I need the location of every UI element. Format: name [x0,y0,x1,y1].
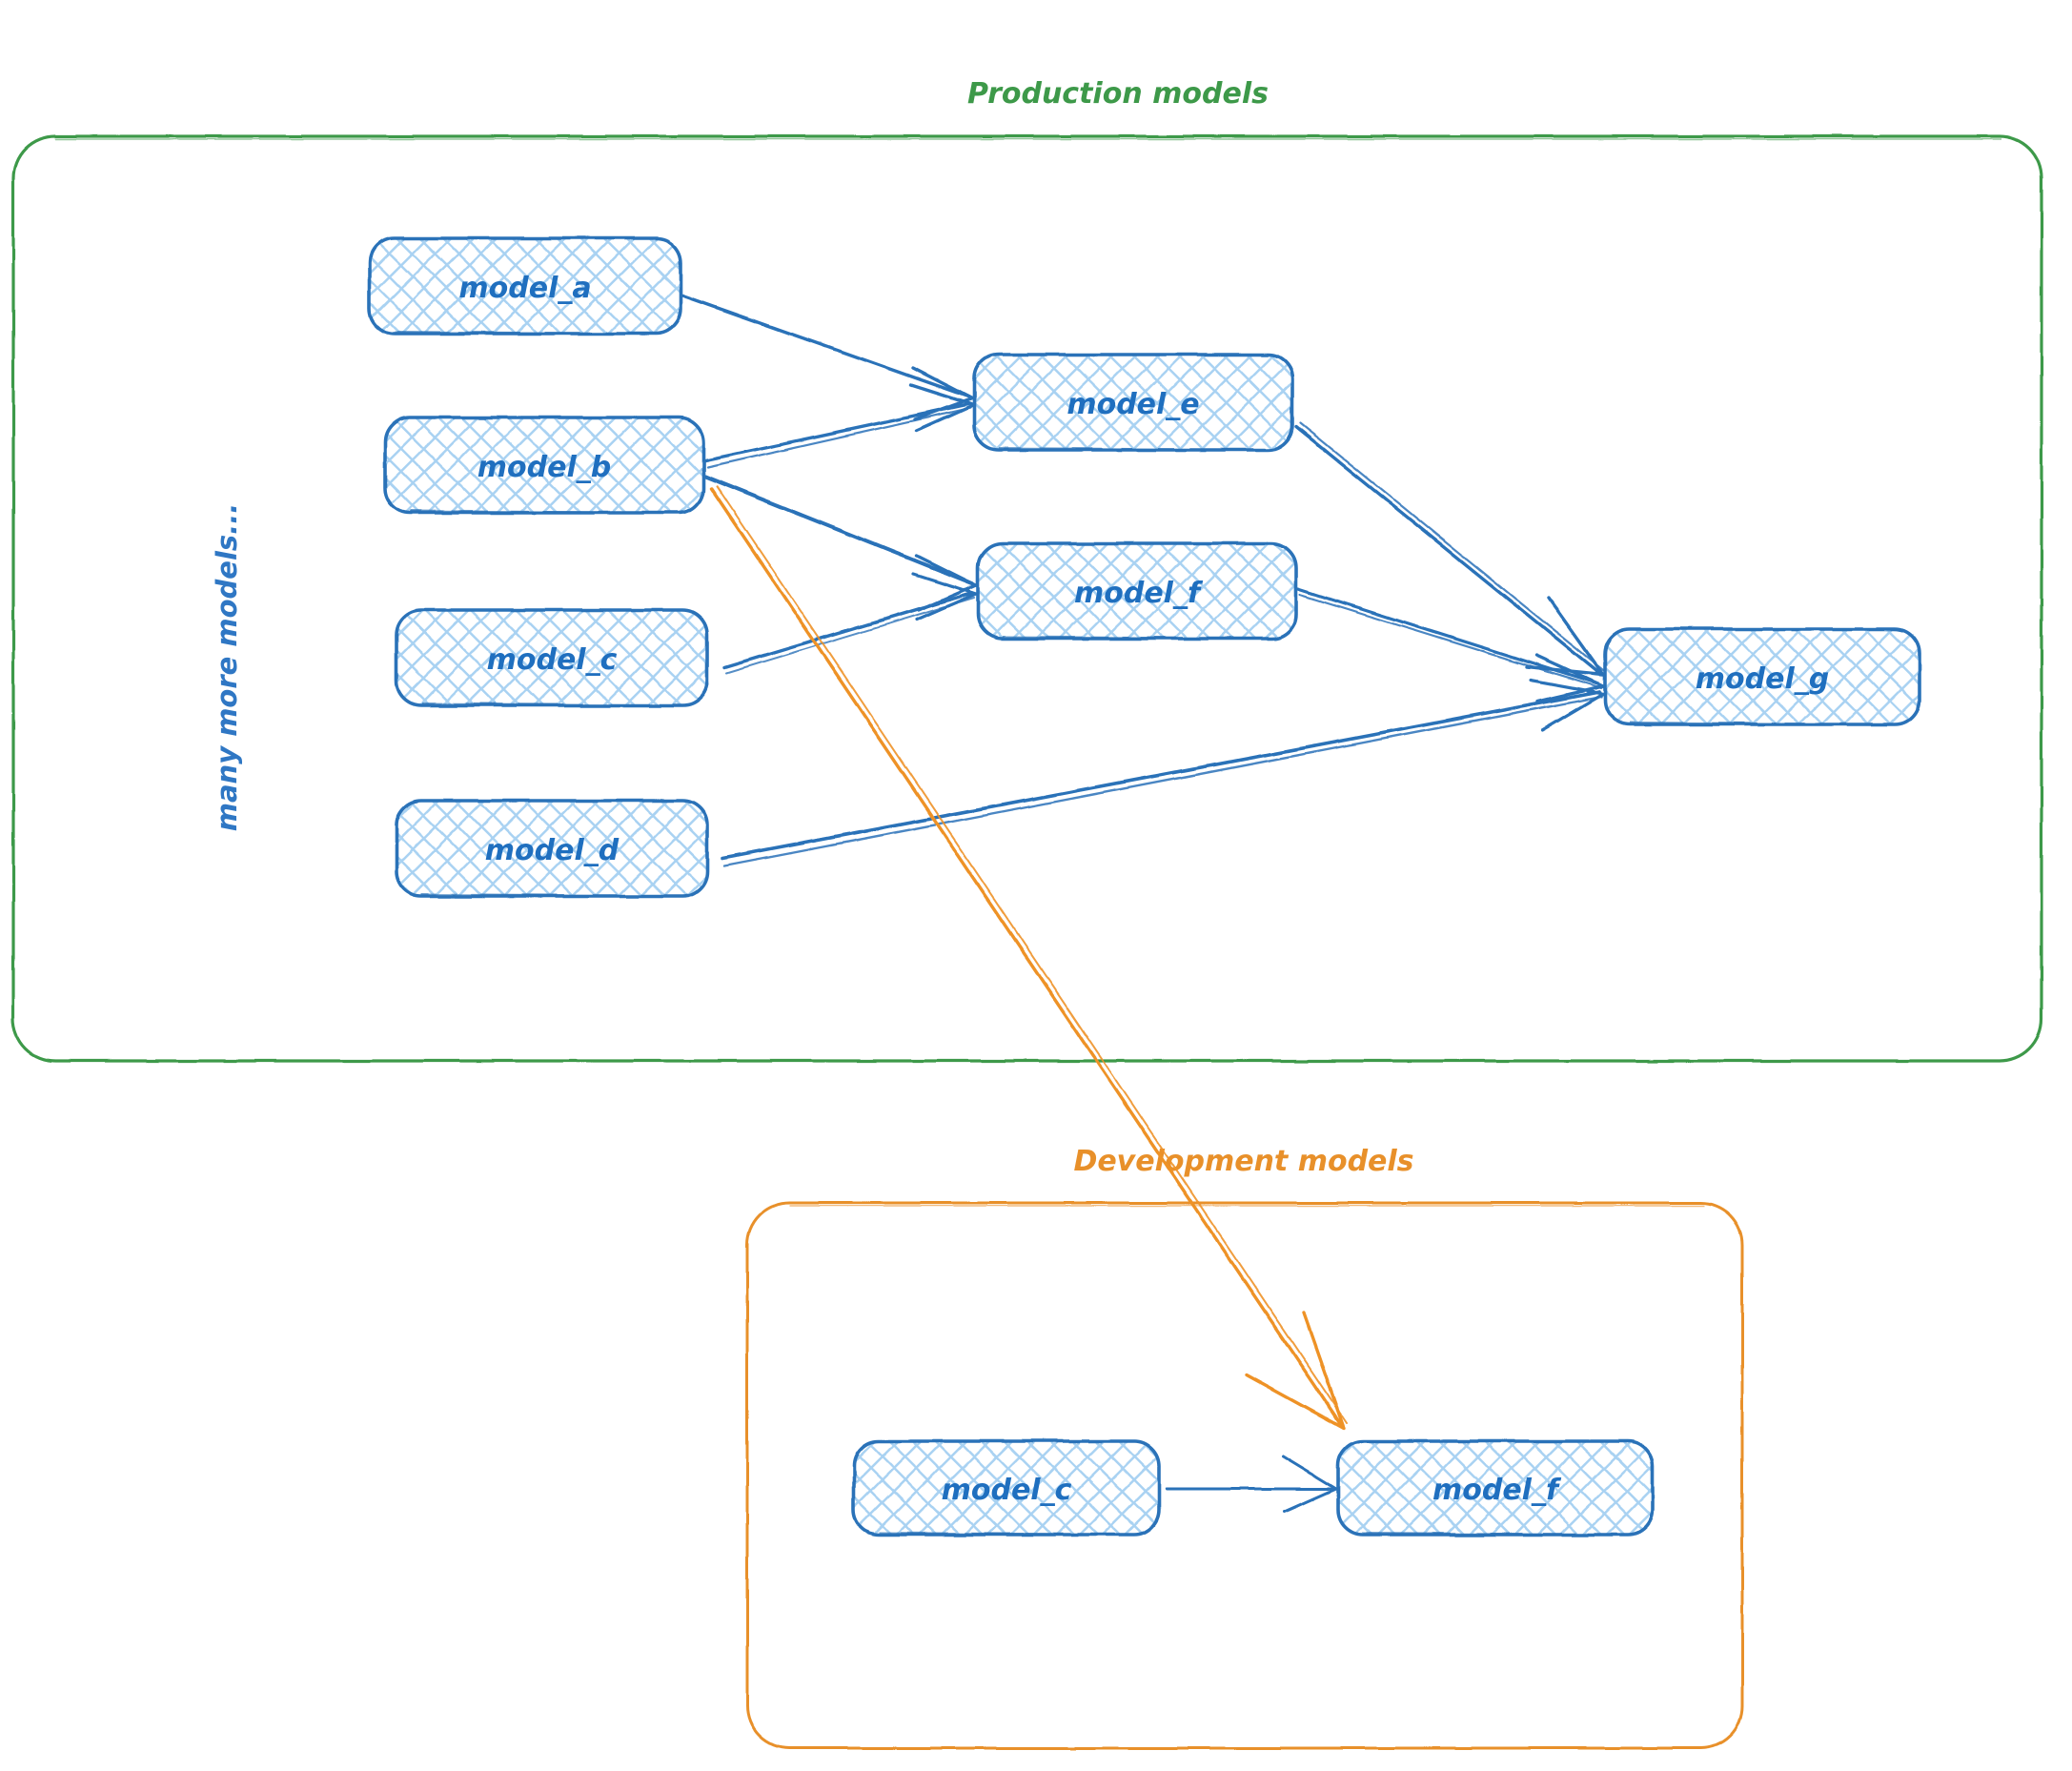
node-model-a-label: model_a [458,272,591,305]
group-production-border [11,134,2043,1063]
node-model-e[interactable]: model_e [972,353,1294,452]
edge-b-to-f [703,475,978,612]
node-dev-model-c[interactable]: model_c [852,1439,1161,1537]
nodes-layer: model_a model_b model_c [368,236,1921,1537]
edge-a-to-e [681,294,974,421]
node-model-c-label: model_c [487,643,618,677]
group-production: Production models [11,77,2043,1063]
node-dev-model-c-shape[interactable] [852,1439,1161,1537]
edge-f-to-g [1296,587,1605,703]
group-development-title: Development models [1073,1145,1413,1178]
node-model-c[interactable]: model_c [395,608,709,707]
node-model-b[interactable]: model_b [383,416,705,515]
node-model-c-shape[interactable] [395,608,709,707]
node-model-g-shape[interactable] [1603,627,1921,726]
edges-layer [681,294,1605,1514]
node-dev-model-f[interactable]: model_f [1336,1439,1655,1537]
node-model-a[interactable]: model_a [368,236,682,336]
group-development-border [745,1201,1744,1750]
node-model-b-shape[interactable] [383,416,705,515]
node-dev-model-f-label: model_f [1432,1474,1562,1507]
node-model-d-shape[interactable] [395,799,709,898]
node-model-e-label: model_e [1066,388,1199,421]
group-production-title: Production models [967,77,1269,111]
edge-d-to-g [721,679,1605,867]
node-model-f[interactable]: model_f [976,541,1298,641]
group-development: Development models [745,1145,1744,1750]
edge-b-to-e [703,383,976,469]
node-model-d-label: model_d [485,834,620,867]
node-model-e-shape[interactable] [972,353,1294,452]
node-model-d[interactable]: model_d [395,799,709,898]
annotation-many-more-models: many more models... [211,503,243,831]
node-dev-model-c-label: model_c [942,1474,1072,1507]
node-model-a-shape[interactable] [368,236,682,336]
node-model-f-label: model_f [1074,577,1204,610]
node-model-g[interactable]: model_g [1603,627,1921,726]
node-model-f-shape[interactable] [976,541,1298,641]
edge-b-to-dev-f [709,485,1348,1430]
node-model-g-label: model_g [1696,662,1829,696]
edge-c-to-f [722,572,978,674]
node-dev-model-f-shape[interactable] [1336,1439,1655,1537]
edge-devc-to-devf [1165,1455,1338,1514]
node-model-b-label: model_b [477,451,611,484]
